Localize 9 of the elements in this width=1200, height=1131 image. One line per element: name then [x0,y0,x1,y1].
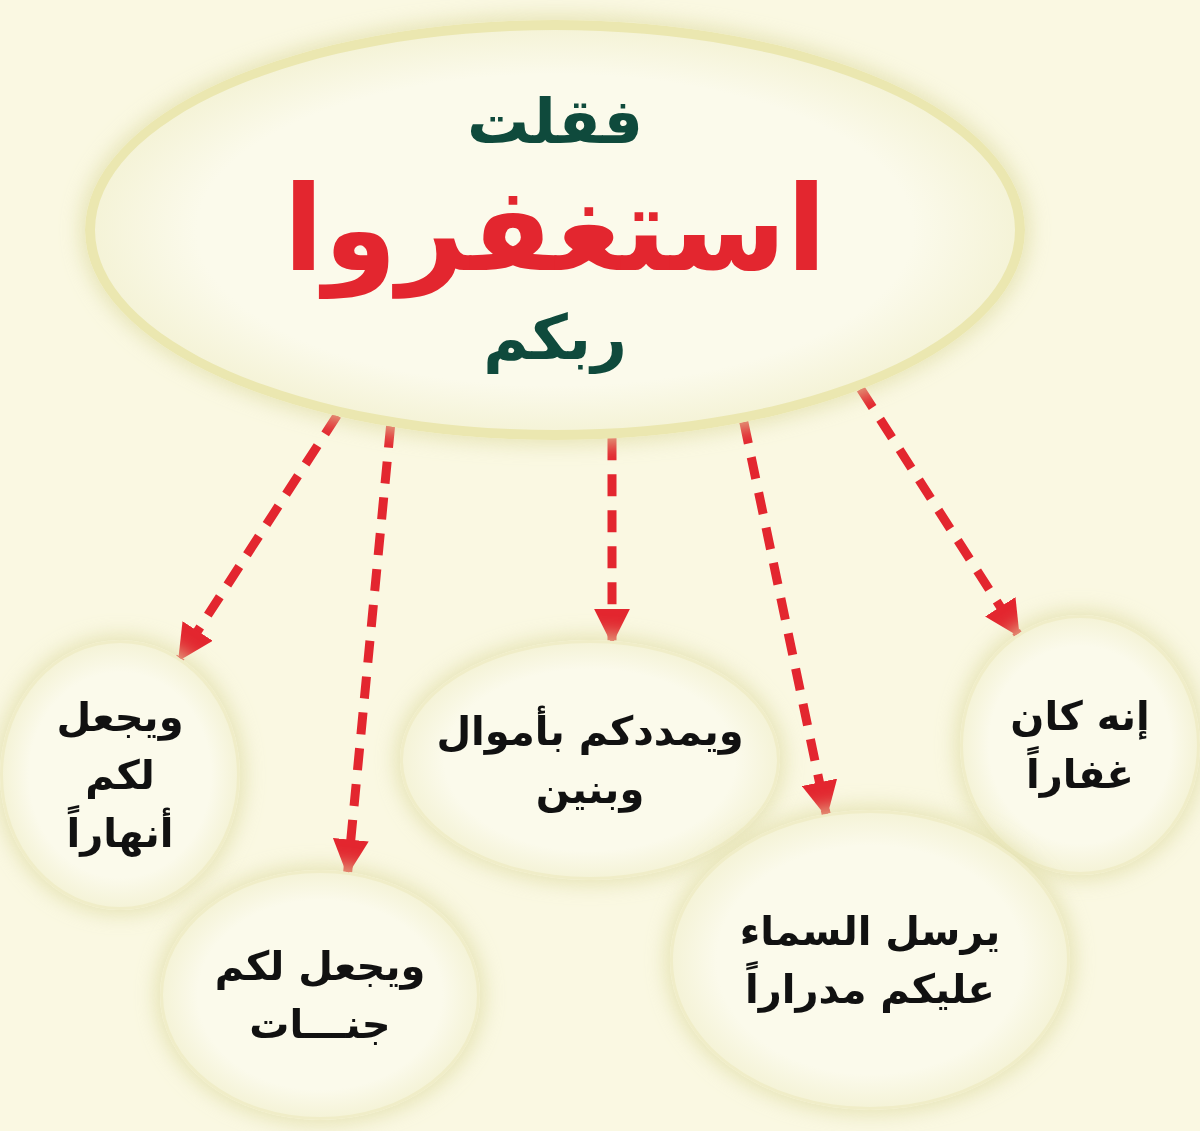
dashed-arrow [856,386,1022,638]
node-text: ويجعل لكم جنـــات [213,942,427,1049]
heading-text: ربكم [483,300,627,376]
node-text: إنه كان غفاراً [1009,692,1151,800]
node-text: ويمددكم بأموال وبنين [403,702,777,818]
node-text: ويجعل لكم أنهاراً [55,693,185,859]
node-text: يرسل السماء عليكم مدراراً [738,907,1002,1015]
heading-text: فقلت [466,84,644,160]
main-heading: استغفروا [283,159,827,301]
